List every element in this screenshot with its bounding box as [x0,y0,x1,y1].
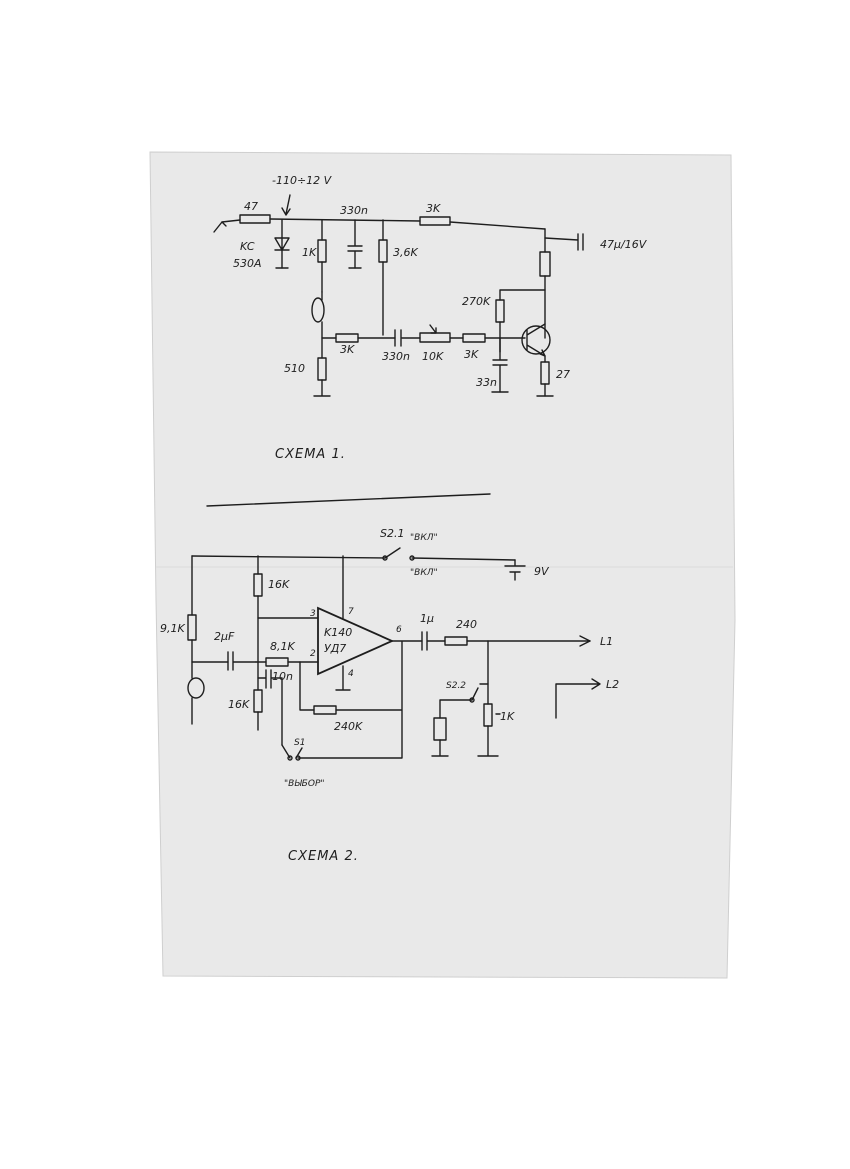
schematic-1-title: СХЕМА 1. [275,447,346,462]
resistor-3k-b [462,333,486,343]
label-switch-s2-2: S2.2 [446,681,466,691]
label-r-3k-b: 3K [464,348,479,361]
pot-1k [483,703,493,727]
label-pin-3: 3 [310,609,316,619]
label-pin-7: 7 [348,607,354,617]
label-out-2: L2 [606,678,619,691]
capacitor-330n-b [394,329,402,347]
label-r-16k-top: 16K [268,578,290,591]
transistor-icon [521,325,551,355]
label-ic-2: УД7 [324,642,346,655]
top-rail-2 [191,555,516,561]
label-cap-top: 330n [340,204,368,217]
output-arrow-icon [579,635,591,647]
label-zener: KC [240,240,255,253]
resistor-3-6k [378,239,388,263]
paper [149,151,736,979]
label-pot-1k: 1K [500,710,515,723]
speaker-icon [539,251,551,277]
top-rail [221,218,546,230]
schematic-2: S2.1 "ВКЛ" "ВКЛ" 9V 9,1K 2μF 16K 8,1K 10… [160,527,619,864]
label-r-27: 27 [556,368,570,381]
label-r-1k: 1K [302,246,317,259]
label-pin-2: 2 [310,649,316,659]
label-r-3k-a: 3K [340,343,355,356]
label-cap-10n: 10n [272,670,293,683]
label-switch-s2-1: S2.1 [380,527,404,540]
capacitor-1u [421,631,591,651]
speaker-2-icon [433,717,447,741]
label-cap-33n: 33n [476,376,497,389]
output-2-arrow-icon [555,678,601,719]
label-pin-4: 4 [348,669,354,679]
resistor-1k [317,239,327,263]
microphone-icon [311,297,325,323]
switch-s2-1-icon [384,547,401,559]
resistor-240k [313,705,337,715]
label-r-16k-bot: 16K [228,698,250,711]
resistor-3k-a [335,333,359,343]
resistor-240 [444,636,468,646]
label-switch-s1: S1 [294,738,305,748]
resistor-input [239,214,271,224]
label-switch-off: "ВКЛ" [410,568,438,578]
label-r-240: 240 [456,618,477,631]
microphone-2-icon [187,677,205,699]
label-cap-in: 2μF [214,630,235,643]
ground-icon [275,267,554,397]
capacitor-47u [544,233,584,251]
label-cap-out-2: 1μ [420,612,434,625]
op-amp-icon [317,606,395,676]
label-r-510: 510 [284,362,305,375]
label-pot-10k: 10K [422,350,444,363]
label-supply: -110÷12 V [272,174,333,187]
zener-icon [274,219,290,269]
label-zener-code: 530A [233,257,262,270]
schematic-2-title: СХЕМА 2. [288,849,359,864]
battery-icon [504,559,526,581]
resistor-270k [495,299,505,323]
resistor-9-1k [187,614,197,641]
label-r-9-1k: 9,1K [160,622,185,635]
label-r-240k: 240K [334,720,363,733]
resistor-3k-top [419,216,451,226]
label-r-3-6k: 3,6K [393,246,418,259]
label-cap-330n-b: 330n [382,350,410,363]
label-cap-out: 47μ/16V [600,238,648,251]
label-switch-s1-note: "ВЫБОР" [284,779,325,789]
label-ic-1: K140 [324,626,352,639]
label-switch-on: "ВКЛ" [410,533,438,543]
label-supply-9v: 9V [534,565,550,578]
label-pin-6: 6 [396,625,402,635]
label-r-8-1k: 8,1K [270,640,295,653]
resistor-8-1k [265,657,289,667]
capacitor-2u [227,651,257,671]
resistor-16k-top [253,573,263,597]
separator-line [206,493,491,507]
label-r-270k: 270K [462,295,491,308]
label-r-input: 47 [244,200,258,213]
label-r-3k-top: 3K [426,202,441,215]
capacitor-10n [257,669,283,746]
supply-arrow-icon [281,194,291,216]
schematic-1: 47 -110÷12 V KC 530A 1K 330n 3,6K 3K 47μ… [213,174,648,462]
resistor-27 [540,361,550,385]
label-out-1: L1 [600,635,613,648]
